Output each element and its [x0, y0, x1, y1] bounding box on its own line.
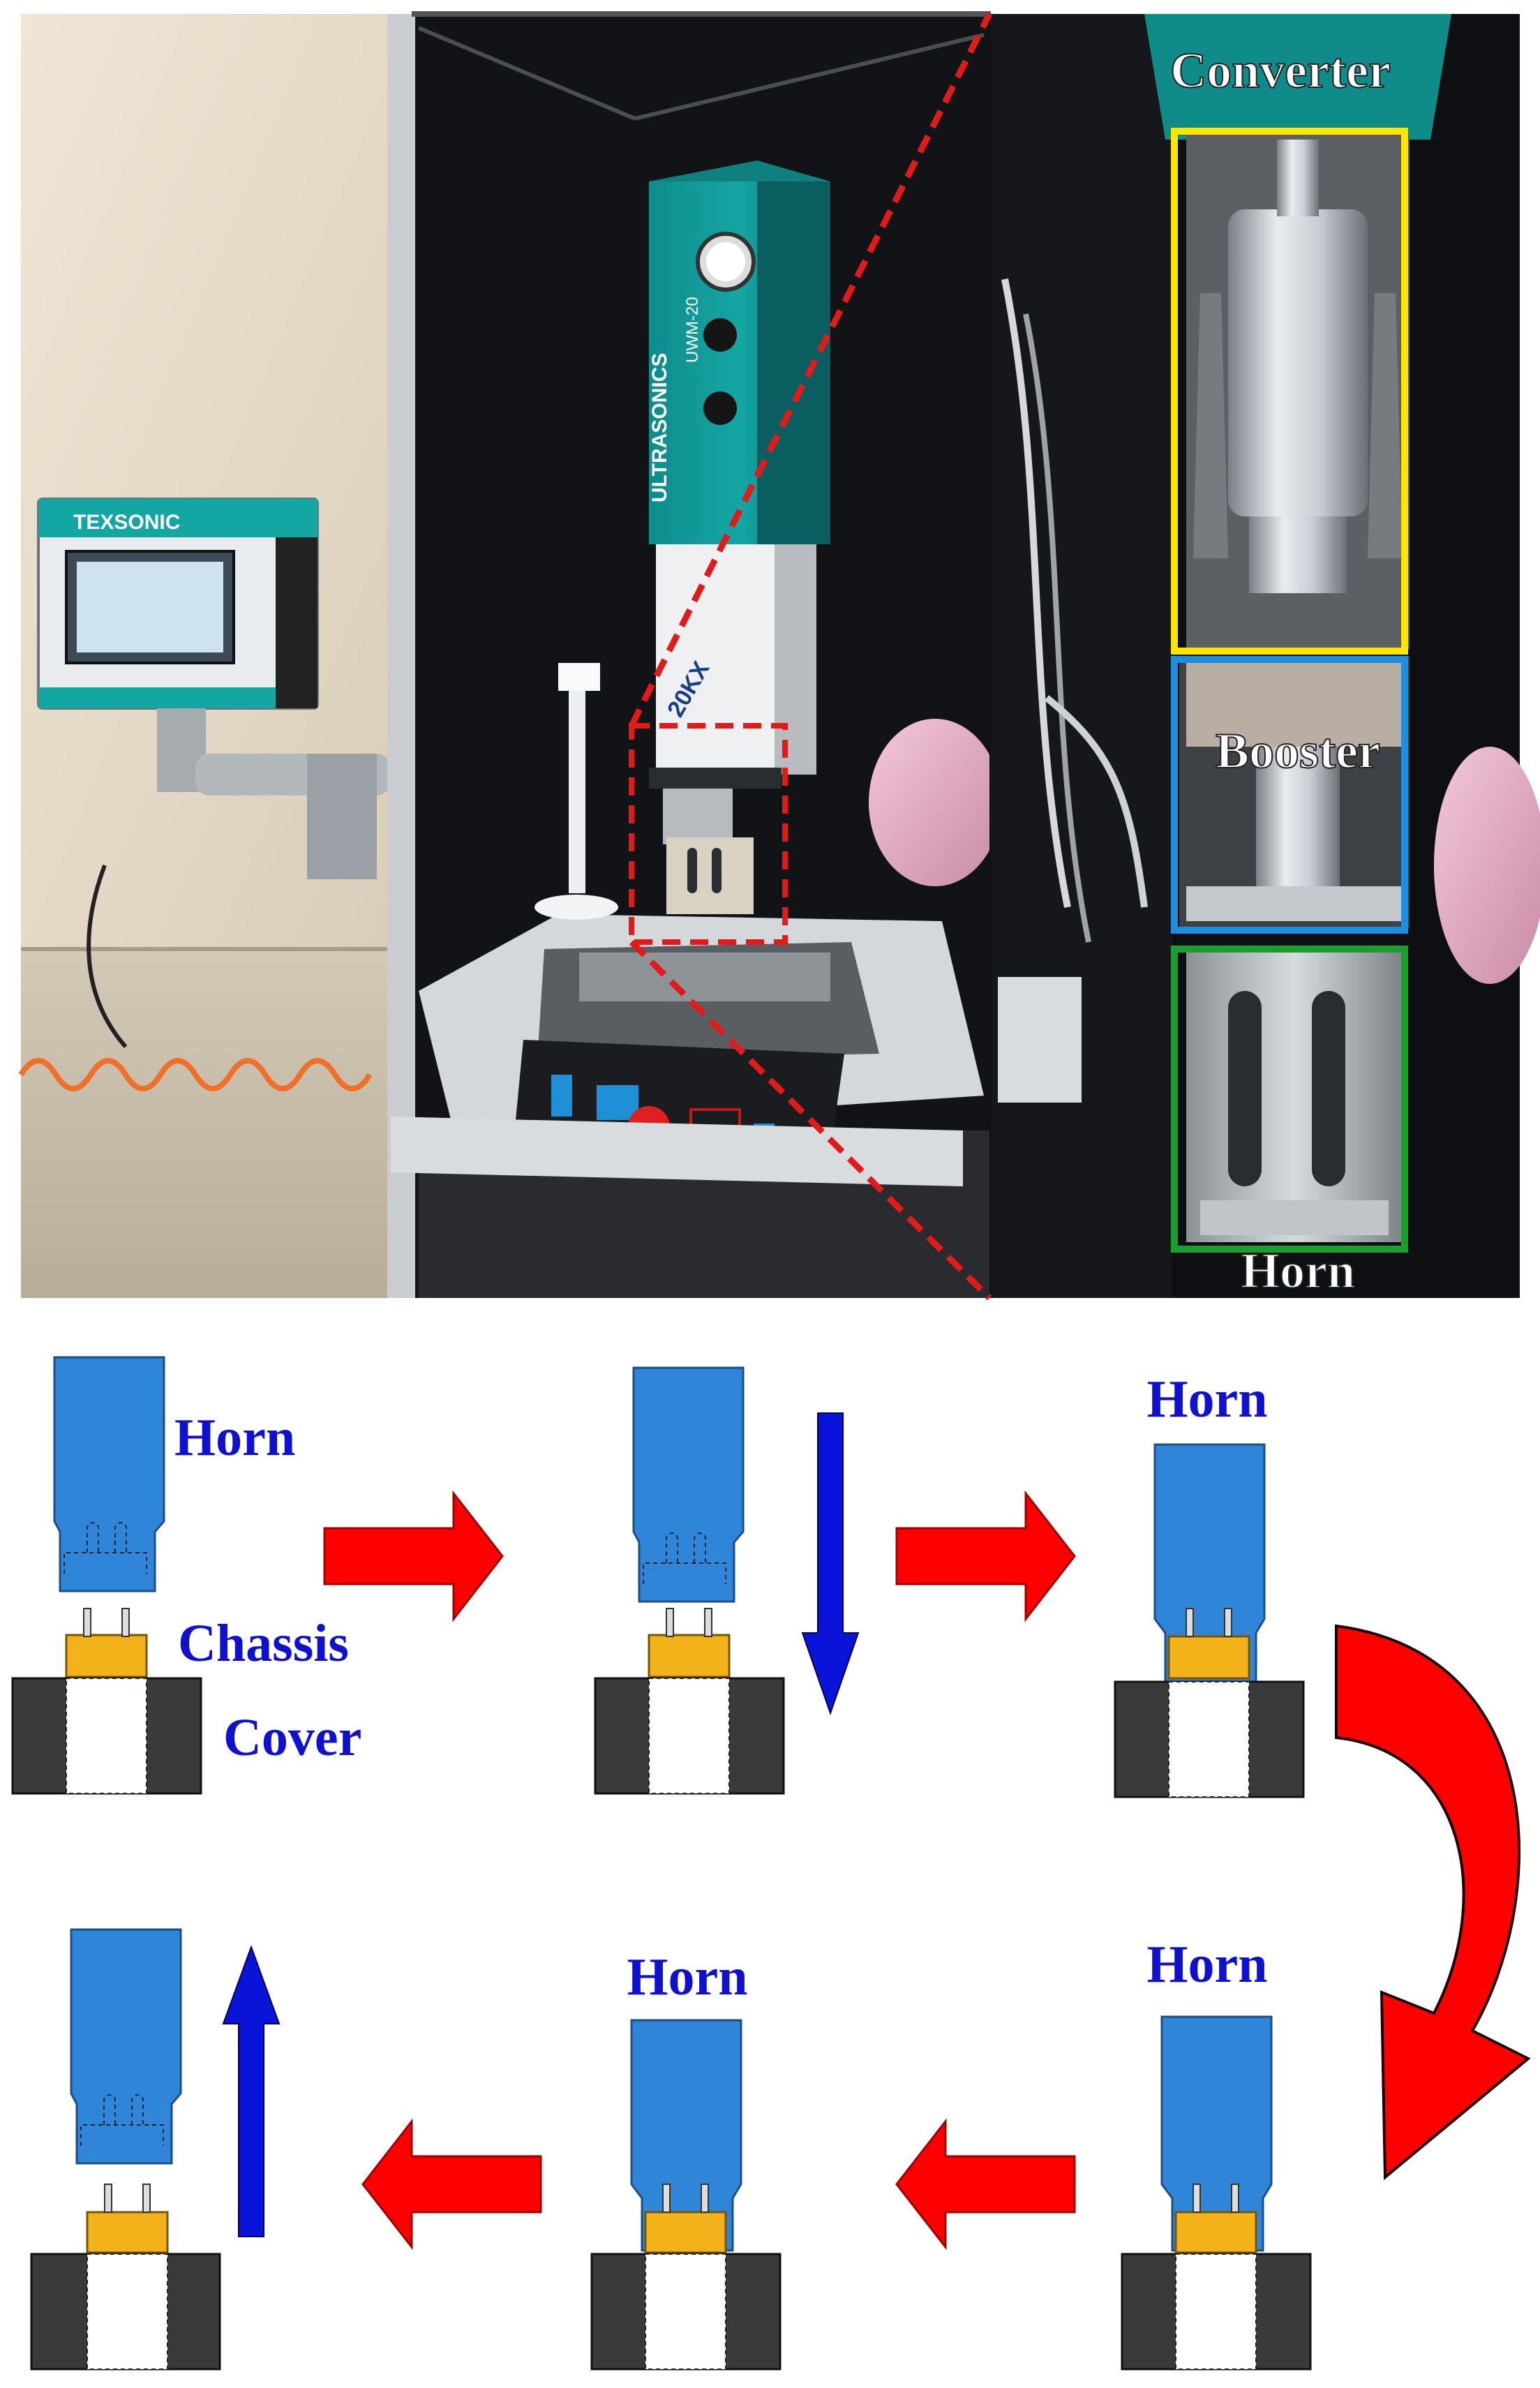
step-3: Horn [1114, 1370, 1305, 1798]
enclosure-pillar [387, 14, 415, 1298]
zoom-line-bottom [629, 939, 992, 1301]
chassis-shape [1167, 1635, 1250, 1680]
booster-label: Booster [1216, 723, 1380, 779]
arrow-right-2 [895, 1490, 1076, 1622]
horn-label: Horn [627, 1948, 747, 2006]
step-2 [594, 1366, 860, 1795]
arrow-up [222, 1945, 281, 2237]
step-1: Horn Chassis Cover [11, 1356, 361, 1795]
cover-label: Cover [223, 1708, 361, 1767]
arrow-left-1 [895, 2118, 1076, 2251]
horn-frame [1171, 946, 1408, 1253]
welder-machine: ULTRASONICS UWM-20 20KX [648, 161, 830, 914]
booster-frame [1171, 656, 1408, 934]
horn-label: Horn [1146, 1370, 1267, 1428]
chassis-shape [644, 2211, 727, 2254]
floor [21, 949, 412, 1298]
power-cable [87, 864, 128, 1048]
chassis-shape [648, 1634, 731, 1678]
horn-shape [632, 1366, 745, 1603]
converter-frame [1171, 128, 1408, 655]
machine-brand: ULTRASONICS [648, 353, 671, 502]
horn-shape [53, 1356, 165, 1592]
process-diagram: Horn Chassis Cover Horn [11, 1356, 1531, 2371]
horn-shape [630, 2019, 742, 2252]
chassis-shape [86, 2211, 169, 2254]
chassis-shape [1174, 2211, 1257, 2254]
arrow-down [801, 1412, 860, 1716]
pink-bag [869, 719, 1001, 886]
chassis-label: Chassis [178, 1614, 349, 1673]
controller-unit: TEXSONIC [37, 498, 391, 879]
converter-label: Converter [1170, 43, 1391, 98]
zoom-box [629, 723, 788, 945]
arrow-left-2 [361, 2118, 542, 2251]
horn-photo-label: Horn [1241, 1243, 1355, 1299]
controller-brand: TEXSONIC [73, 511, 180, 534]
arrow-curved [1335, 1624, 1531, 2181]
horn-shape [1160, 2015, 1273, 2252]
horn-shape [70, 1928, 182, 2165]
air-hose [18, 1058, 373, 1091]
photo-panel: TEXSONIC ULTRASONICS UWM-20 2 [18, 11, 1540, 1301]
step-4: Horn [1121, 1935, 1312, 2371]
machine-model: UWM-20 [683, 297, 702, 363]
lamp-pole [569, 684, 585, 893]
horn-label: Horn [174, 1408, 295, 1467]
step-6 [30, 1928, 281, 2371]
horn-label: Horn [1146, 1935, 1267, 1994]
chassis-shape [65, 1634, 148, 1678]
arrow-right-1 [323, 1490, 504, 1622]
step-5: Horn [590, 1948, 782, 2371]
zoom-line-top [628, 12, 993, 728]
